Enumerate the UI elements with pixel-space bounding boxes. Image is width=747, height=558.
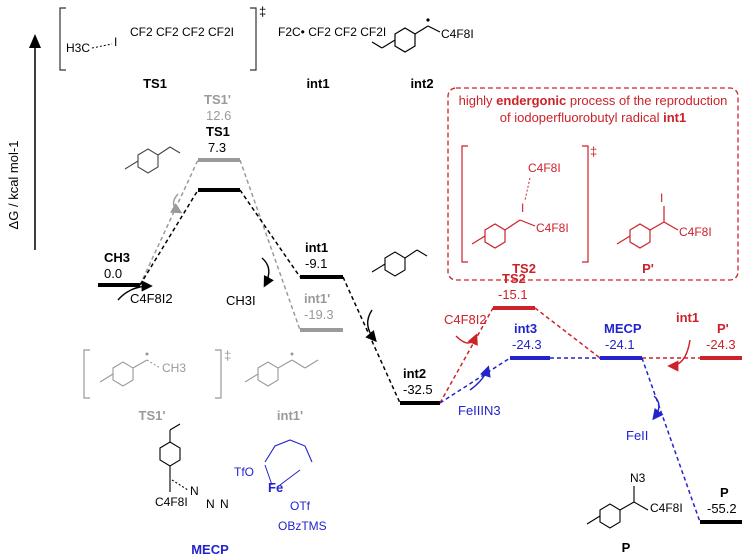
callout-line1-pre: highly — [459, 93, 497, 108]
level-mecp-value: -24.1 — [605, 337, 635, 352]
mecp-c4f8i: C4F8I — [155, 495, 188, 509]
pp-structure-label: P' — [642, 261, 654, 276]
ts2-iodine: I — [521, 201, 524, 215]
styrene-black-reagent — [371, 249, 428, 277]
level-int1p-value: -19.3 — [304, 307, 334, 322]
mecp-structure-label: MECP — [191, 542, 229, 557]
p-n3: N3 — [630, 471, 646, 485]
p-c4f8i: C4F8I — [650, 501, 683, 515]
level-int1-value: -9.1 — [305, 256, 327, 271]
y-axis-arrowhead — [29, 34, 41, 48]
mecp-n3: N — [220, 497, 229, 511]
ts2-dagger: ‡ — [590, 144, 597, 159]
mecp-obztms: OBzTMS — [278, 519, 327, 533]
reagent-c4f8i2-red: C4F8I2 — [444, 312, 487, 327]
level-ch3-value: 0.0 — [104, 266, 122, 281]
ts1-dagger: ‡ — [259, 4, 266, 19]
ts1p-ch3: CH3 — [162, 361, 186, 375]
mecp-tfo: TfO — [234, 465, 254, 479]
svg-text:of iodoperfluorobutyl radical: of iodoperfluorobutyl radical int1 — [500, 110, 686, 125]
ts1-structure-label: TS1 — [143, 76, 167, 91]
reagent-fe2: FeII — [626, 428, 648, 443]
arrow-fe2 — [652, 395, 664, 421]
ts2-c4f8i-radical: C4F8I — [528, 161, 561, 175]
level-pp-name: P' — [717, 321, 729, 336]
p-structure-label: P — [622, 540, 631, 555]
int1-structure: F2C• CF2 CF2 CF2I int1 — [278, 25, 386, 91]
level-ts2-name: TS2 — [502, 271, 526, 286]
int2-structure-label: int2 — [410, 76, 433, 91]
mecp-structure: C4F8I N N N Fe TfO OTf OBzTMS MECP — [155, 423, 327, 557]
arrow-c4f8i2-red — [455, 333, 478, 346]
pp-c4f8i: C4F8I — [679, 225, 712, 239]
callout-line2-pre: of iodoperfluorobutyl radical — [500, 110, 663, 125]
arrow-styrene-in — [365, 309, 377, 343]
callout-box: highly endergonic process of the reprodu… — [447, 87, 739, 281]
reagent-ch3i: CH3I — [226, 293, 256, 308]
arrow-int1-release — [667, 339, 691, 372]
int1-formula: F2C• CF2 CF2 CF2I — [278, 25, 386, 39]
int2-structure: C4F8I int2 — [371, 18, 474, 91]
level-int2-name: int2 — [403, 366, 426, 381]
level-ts1-value: 7.3 — [208, 140, 226, 155]
connector-ts1p-int1p — [239, 159, 301, 331]
arrow-fe3n3 — [469, 365, 491, 391]
reagent-fe3n3: FeIIIN3 — [458, 403, 501, 418]
level-mecp-name: MECP — [604, 321, 642, 336]
level-ts1-name: TS1 — [206, 124, 230, 139]
reagent-int1-release: int1 — [676, 310, 699, 325]
callout-line1-bold: endergonic — [496, 93, 566, 108]
y-axis-label: ΔG / kcal mol-1 — [6, 141, 21, 230]
ts2-c4f8i-chain: C4F8I — [536, 221, 569, 235]
level-int1-name: int1 — [305, 240, 328, 255]
level-int3-name: int3 — [514, 321, 537, 336]
level-int1p-name: int1' — [304, 291, 330, 306]
level-ts1p-value: 12.6 — [206, 108, 231, 123]
callout-line1-post: process of the reproduction — [566, 93, 727, 108]
level-int2-value: -32.5 — [403, 382, 433, 397]
level-ts2-value: -15.1 — [498, 287, 528, 302]
int2-c4f8i: C4F8I — [441, 27, 474, 41]
arrow-ch3i-out — [261, 257, 274, 288]
int1p-structure: int1' — [244, 352, 319, 423]
connector-int2-int3 — [439, 357, 511, 404]
level-ts1p-name: TS1' — [204, 92, 231, 107]
mecp-n1: N — [190, 484, 199, 498]
callout-line2-bold: int1 — [663, 110, 686, 125]
ts1-iodine: I — [114, 35, 117, 49]
styrene-grey-reagent — [124, 146, 181, 174]
arrow-grey-styrene — [169, 193, 183, 214]
ts1p-dagger: ‡ — [224, 348, 231, 363]
pp-iodine: I — [660, 191, 663, 205]
connector-ch3-ts1p — [139, 159, 199, 286]
ts1-h3c: H3C — [66, 41, 90, 55]
mecp-otf: OTf — [290, 499, 311, 513]
level-p-value: -55.2 — [707, 501, 737, 516]
p-structure: N3 C4F8I P — [586, 471, 683, 555]
mecp-n2: N — [206, 497, 215, 511]
int1-structure-label: int1 — [306, 76, 329, 91]
connector-ts1-int1 — [239, 189, 301, 278]
ts1p-structure-label: TS1' — [139, 408, 166, 423]
ts1-structure: ‡ H3C I CF2 CF2 CF2 CF2I TS1 — [59, 4, 266, 91]
svg-text:highly endergonic process of t: highly endergonic process of the reprodu… — [459, 93, 728, 108]
ts1-chain: CF2 CF2 CF2 CF2I — [130, 25, 234, 39]
connector-mecp-p — [641, 357, 701, 523]
level-int3-value: -24.3 — [512, 337, 542, 352]
arrow-c4f8i2-in — [117, 280, 153, 301]
reagent-c4f8i2: C4F8I2 — [130, 291, 173, 306]
mecp-fe: Fe — [268, 480, 283, 495]
ts2-structure-label: TS2 — [512, 261, 536, 276]
level-ch3-name: CH3 — [104, 250, 130, 265]
level-p-name: P — [720, 485, 729, 500]
int1p-structure-label: int1' — [277, 408, 303, 423]
connector-ts2-mecp — [534, 307, 601, 359]
connector-int1-int2 — [342, 276, 401, 404]
connector-ch3-ts1 — [139, 189, 199, 286]
ts1p-structure: ‡ CH3 TS1' — [83, 348, 231, 423]
level-pp-value: -24.3 — [706, 337, 736, 352]
